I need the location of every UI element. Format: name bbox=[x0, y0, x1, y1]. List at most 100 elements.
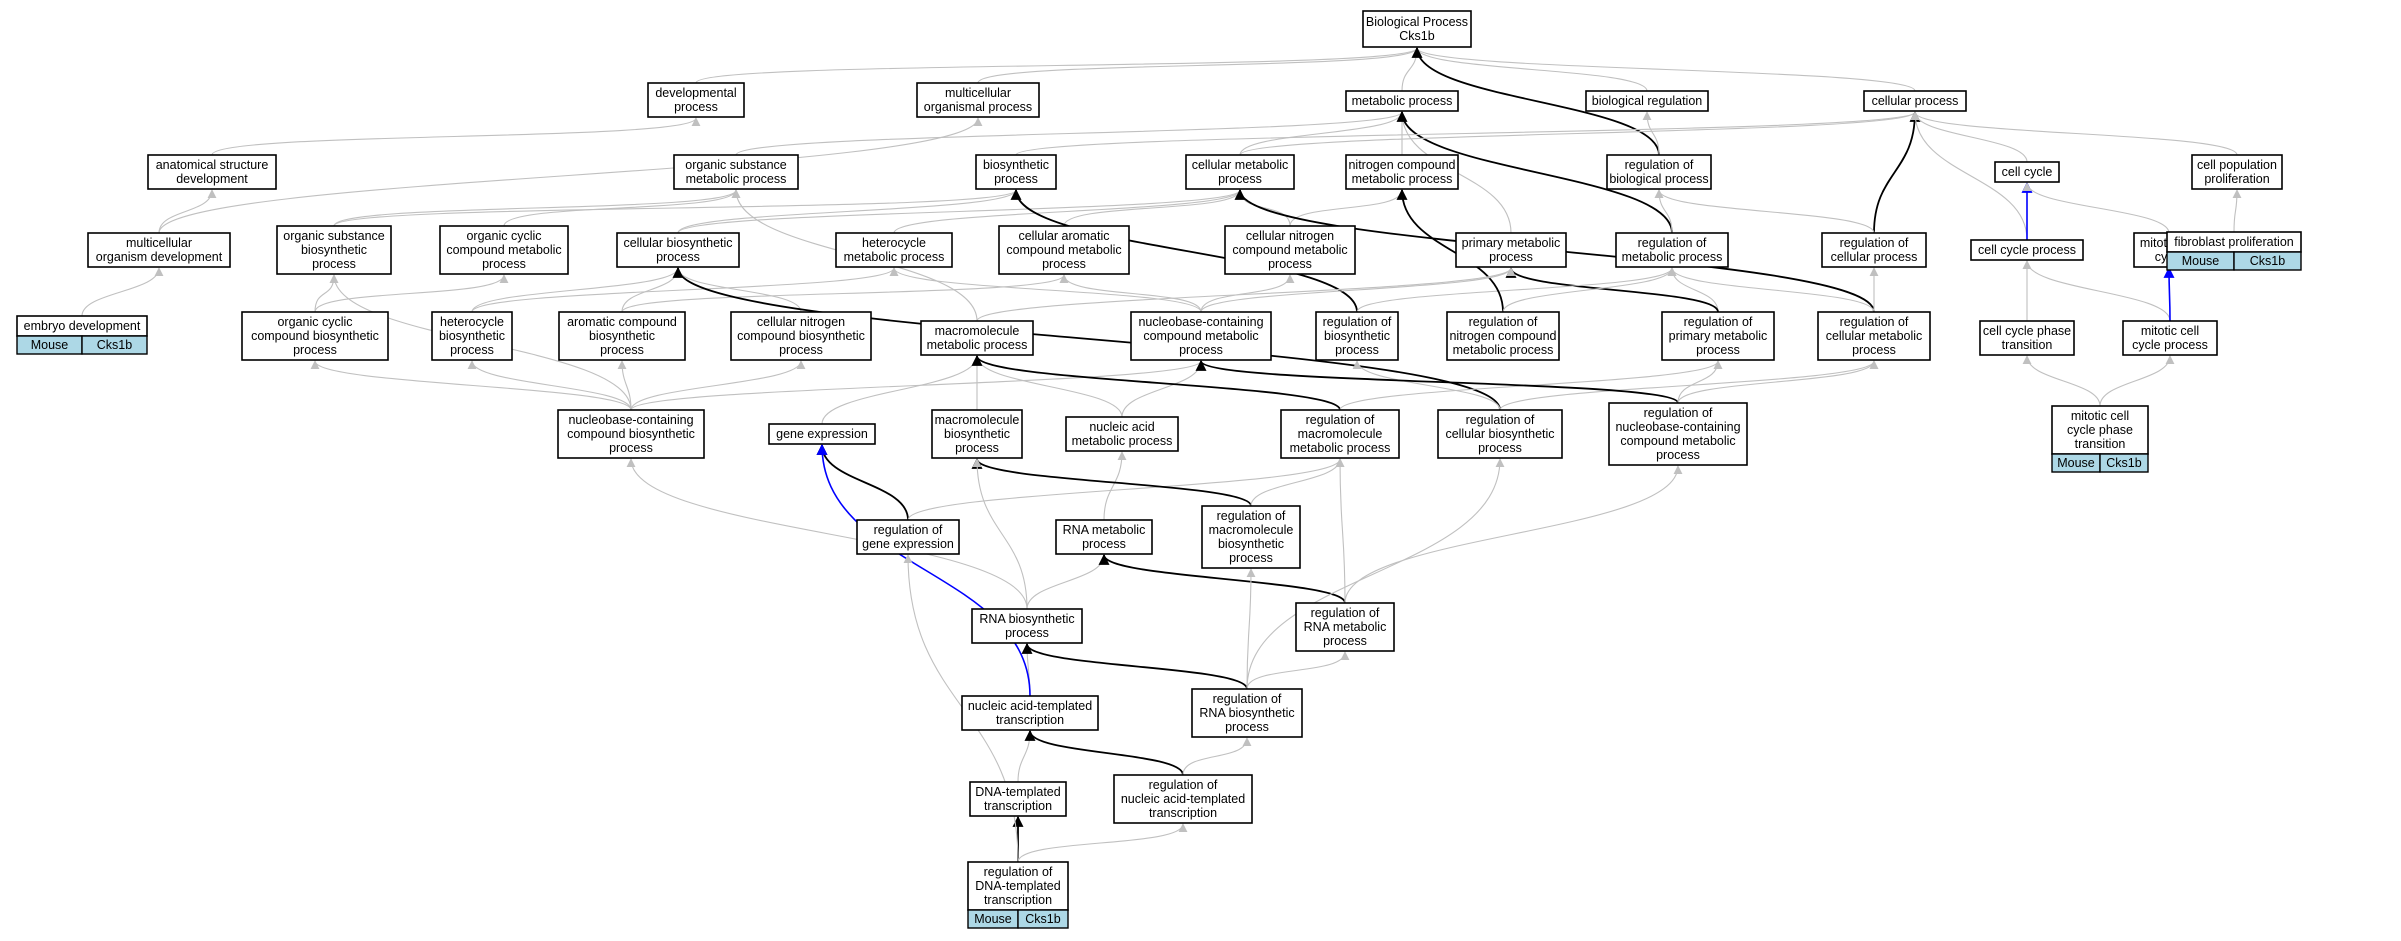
term-label: regulation of bbox=[874, 523, 943, 537]
edge-biorg-to-bp bbox=[1412, 47, 1648, 92]
term-label: process bbox=[656, 250, 700, 264]
go-term-cellp[interactable]: cellular process bbox=[1863, 90, 1967, 112]
edge-mmp-to-pmp bbox=[976, 267, 1516, 322]
term-label: regulation of bbox=[1217, 509, 1286, 523]
term-box bbox=[87, 232, 231, 268]
edge-rncmp-to-ncmp bbox=[1396, 188, 1504, 313]
term-box bbox=[1994, 161, 2060, 183]
term-box bbox=[1201, 505, 1301, 569]
term-label: cellular aromatic bbox=[1018, 229, 1109, 243]
edge-nccmp-to-pmp bbox=[1200, 267, 1516, 313]
edge-namp-to-nccmp bbox=[1121, 360, 1206, 418]
term-label: transition bbox=[2002, 338, 2053, 352]
edge-asd-to-dev bbox=[211, 117, 701, 156]
edge-hbp-to-hmp bbox=[471, 267, 899, 313]
go-term-rdtt[interactable]: regulation ofDNA-templatedtranscriptionM… bbox=[967, 861, 1069, 929]
edge-rnabp-to-mbp bbox=[972, 458, 1028, 610]
term-label: process bbox=[450, 343, 494, 357]
term-label: process bbox=[1218, 172, 1262, 186]
term-box bbox=[975, 154, 1057, 190]
term-label: metabolic process bbox=[1622, 250, 1723, 264]
term-label: biosynthetic bbox=[1218, 537, 1284, 551]
term-label: metabolic process bbox=[1290, 441, 1391, 455]
go-term-biorg[interactable]: biological regulation bbox=[1585, 90, 1709, 112]
term-label: cycle process bbox=[2132, 338, 2208, 352]
edge-dev-to-bp bbox=[695, 47, 1422, 84]
edge-namp-to-mmp bbox=[972, 355, 1123, 418]
edge-cmp-to-cellp bbox=[1239, 111, 1920, 156]
go-term-rnccmp[interactable]: regulation ofnucleobase-containingcompou… bbox=[1608, 402, 1748, 466]
edge-mccpt-to-ccpt bbox=[2022, 355, 2101, 407]
term-box bbox=[1315, 311, 1399, 361]
edge-occbp-to-osbp bbox=[314, 274, 339, 313]
term-label: cell cycle process bbox=[1978, 243, 2076, 257]
term-label: compound metabolic bbox=[1006, 243, 1121, 257]
term-label: process bbox=[1042, 257, 1086, 271]
edge-rnamp-to-namp bbox=[1103, 451, 1127, 521]
term-label: organic substance bbox=[685, 158, 787, 172]
go-term-rmbp[interactable]: regulation ofmacromoleculebiosyntheticpr… bbox=[1201, 505, 1301, 569]
edge-rcp-to-cellp bbox=[1873, 110, 1921, 234]
go-term-metab[interactable]: metabolic process bbox=[1345, 90, 1459, 112]
go-term-ccp[interactable]: cell cycle process bbox=[1970, 239, 2084, 261]
go-term-ge[interactable]: gene expression bbox=[768, 423, 876, 445]
edge-cellp-to-bp bbox=[1412, 47, 1916, 92]
edge-rge-to-ge bbox=[816, 443, 909, 521]
term-box bbox=[1295, 602, 1395, 652]
go-term-cc[interactable]: cell cycle bbox=[1994, 161, 2060, 183]
edge-rpmp-to-pmp bbox=[1505, 266, 1719, 313]
edge-rbp-to-biorg bbox=[1642, 111, 1660, 156]
term-label: process bbox=[779, 343, 823, 357]
edge-rrnamp-to-rnamp bbox=[1098, 553, 1346, 604]
term-label: developmental bbox=[655, 86, 736, 100]
